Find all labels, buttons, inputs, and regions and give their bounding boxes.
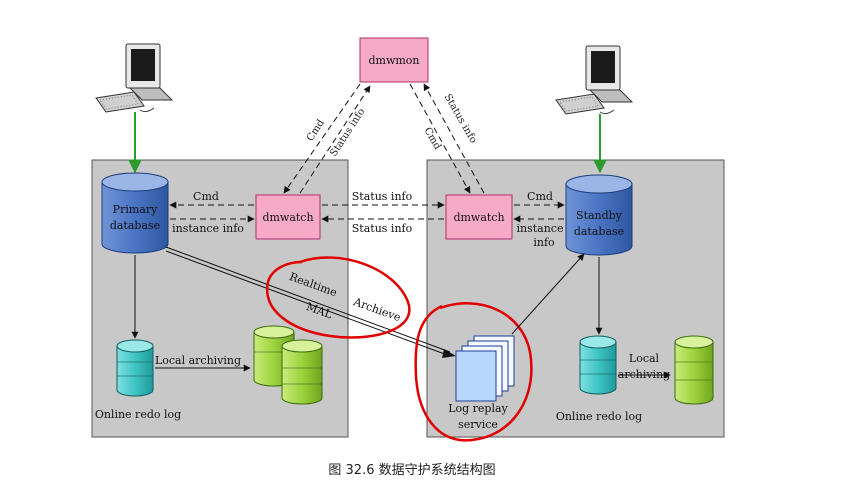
cmd-right-label: Cmd: [527, 190, 553, 203]
primary-db-label-1: Primary: [113, 203, 158, 216]
realtime-mal-archive-link: [165, 246, 456, 358]
mon-status-arrow-left: [299, 85, 371, 194]
standby-db-label-1: Standby: [576, 209, 623, 222]
log-replay-label-1: Log replay: [448, 402, 508, 415]
mon-status-arrow-right: [423, 83, 485, 194]
mon-left-status-label: Status info: [328, 107, 367, 159]
primary-db-label-2: database: [110, 219, 160, 232]
standby-db-label-2: database: [574, 225, 624, 238]
computer-icon-left: [95, 43, 174, 113]
log-replay-label-2: service: [458, 418, 498, 431]
mon-right-status-label: Status info: [442, 92, 479, 145]
primary-database: Primary database: [101, 172, 169, 254]
dmwatch-left-box: [255, 194, 321, 240]
log-replay-service: [455, 335, 515, 402]
online-redo-log-left-label: Online redo log: [95, 408, 181, 421]
mon-cmd-arrow-right: [409, 83, 471, 194]
archive-log-right: [674, 335, 714, 405]
dmwmon-label: dmwmon: [368, 54, 419, 67]
online-redo-log-left: [116, 339, 154, 397]
mon-cmd-arrow-left: [283, 83, 361, 194]
instance-info-right-label-1: instance: [517, 222, 564, 235]
online-redo-log-right: [579, 335, 617, 395]
local-archiving-left-label: Local archiving: [155, 354, 241, 367]
dmwatch-left-label: dmwatch: [262, 211, 313, 224]
instance-info-left-label: instance info: [172, 222, 244, 235]
annotation-circle-log-replay: [414, 302, 533, 442]
standby-database: Standby database: [565, 174, 633, 256]
status-info-bottom-label: Status info: [352, 222, 413, 235]
archieve-label: Archieve: [351, 295, 403, 324]
status-info-top-label: Status info: [352, 190, 413, 203]
cmd-left-label: Cmd: [193, 190, 219, 203]
annotation-circle-link: [265, 256, 411, 339]
computer-icon-right: [555, 45, 634, 115]
dmwatch-right-box: [445, 194, 513, 240]
figure-caption: 图 32.6 数据守护系统结构图: [328, 463, 495, 478]
dmwmon-box: [359, 37, 429, 83]
dmwatch-right-label: dmwatch: [453, 211, 504, 224]
local-archiving-right-label-1: Local: [629, 352, 660, 365]
instance-info-right-label-2: info: [533, 236, 555, 249]
local-archiving-right-label-2: archiving: [618, 368, 670, 381]
log-replay-to-standby-arrow: [511, 253, 585, 335]
archive-log-left: [253, 325, 323, 405]
online-redo-log-right-label: Online redo log: [556, 410, 642, 423]
mon-left-cmd-label: Cmd: [305, 117, 327, 143]
